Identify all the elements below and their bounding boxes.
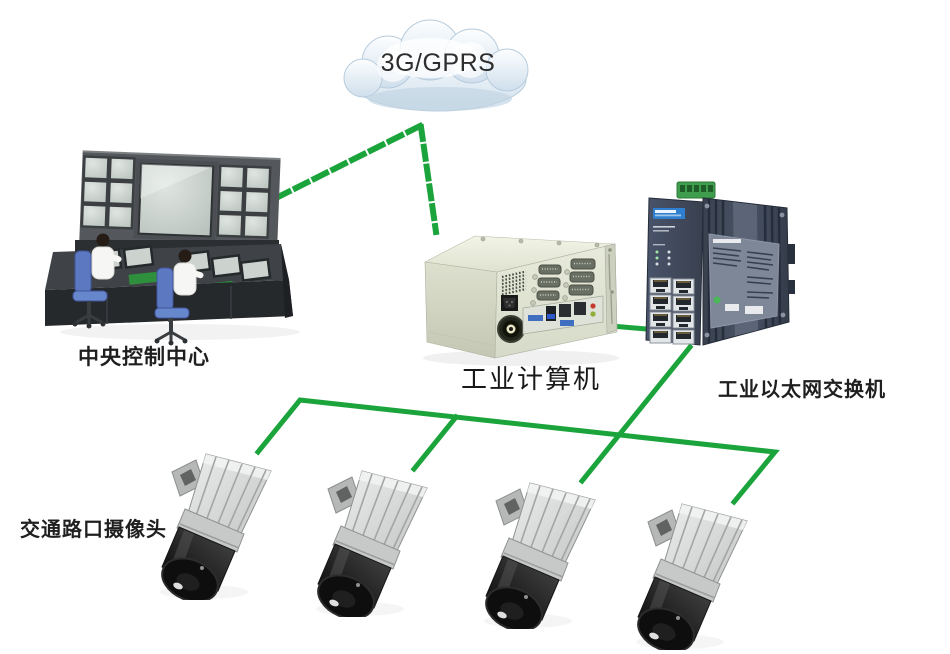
camera-1 — [158, 453, 272, 600]
operator-1 — [72, 233, 122, 329]
camera-2 — [314, 470, 428, 617]
label-traffic-cameras: 交通路口摄像头 — [20, 519, 167, 541]
video-wall — [79, 150, 281, 250]
link-cloud-to-pc — [417, 123, 440, 236]
control-center-illustration — [45, 150, 300, 346]
industrial-pc-illustration — [423, 235, 619, 366]
switch-leds — [653, 244, 671, 266]
cloud-label: 3G/GPRS — [380, 49, 496, 77]
cloud-icon — [343, 19, 529, 112]
fan — [497, 315, 525, 343]
label-ethernet-switch: 工业以太网交换机 — [718, 379, 886, 401]
operator-2 — [154, 249, 204, 346]
camera-bus-line — [254, 397, 780, 506]
camera-3 — [482, 482, 596, 629]
label-control-center: 中央控制中心 — [78, 346, 210, 369]
ethernet-switch-illustration — [645, 181, 795, 346]
link-cloud-to-control-center — [267, 121, 425, 205]
switch-rj45-ports — [649, 277, 695, 345]
link-switch-to-camera-3 — [578, 343, 694, 485]
io-panel — [522, 295, 604, 335]
label-industrial-pc: 工业计算机 — [461, 365, 602, 394]
camera-4 — [634, 503, 748, 650]
link-bus-to-camera-2 — [410, 413, 460, 473]
switch-spec-label — [708, 233, 780, 329]
serial-ports — [530, 258, 596, 306]
